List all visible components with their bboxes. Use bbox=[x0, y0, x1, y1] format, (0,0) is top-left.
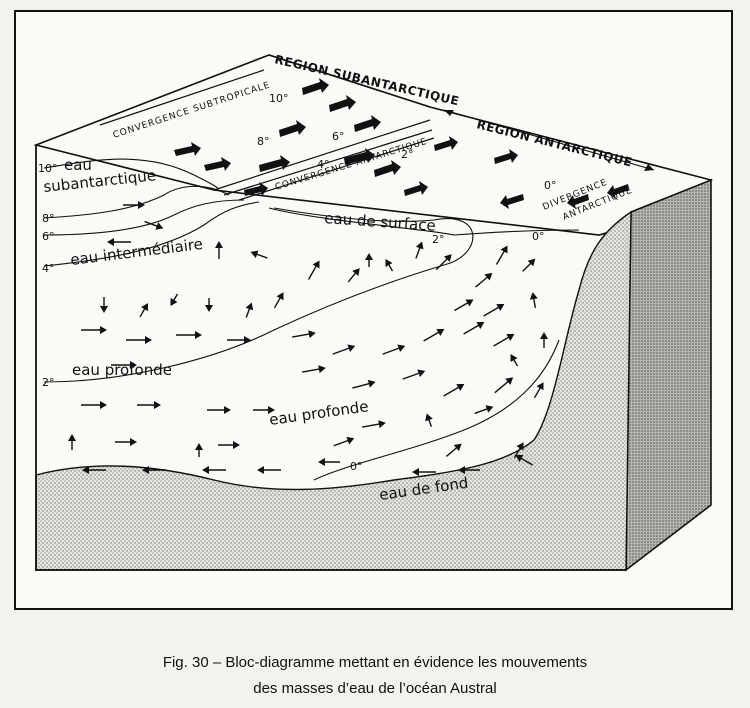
isotherm-0-bottom: 0° bbox=[350, 460, 363, 473]
movement-arrow bbox=[176, 331, 202, 339]
movement-arrow bbox=[195, 443, 203, 457]
movement-arrow bbox=[347, 268, 360, 283]
isotherm-2-top: 2° bbox=[401, 148, 414, 161]
movement-arrow bbox=[443, 384, 465, 397]
isotherm-6-top: 6° bbox=[332, 130, 345, 143]
movement-arrow bbox=[82, 466, 106, 474]
water-movement-arrows bbox=[68, 201, 548, 476]
movement-arrow bbox=[445, 443, 462, 457]
isotherm-8-left: 8° bbox=[42, 212, 55, 225]
isotherm-10-top: 10° bbox=[269, 92, 289, 105]
movement-arrow bbox=[435, 254, 452, 271]
movement-arrow bbox=[170, 293, 179, 307]
movement-arrow bbox=[227, 336, 251, 344]
movement-arrow bbox=[81, 401, 107, 409]
movement-arrow bbox=[202, 466, 226, 474]
movement-arrow bbox=[137, 401, 161, 409]
movement-arrow bbox=[333, 436, 355, 447]
movement-arrow bbox=[415, 241, 424, 259]
movement-arrow bbox=[382, 344, 406, 355]
isotherm-10-left: 10° bbox=[38, 162, 58, 175]
isotherm-2-surface: 2° bbox=[432, 233, 445, 246]
movement-arrow bbox=[454, 299, 474, 312]
subantarctic-water-label-1: eau bbox=[64, 156, 92, 174]
isotherm-4-top: 4° bbox=[317, 158, 330, 171]
movement-arrow bbox=[365, 253, 373, 267]
movement-arrow bbox=[307, 260, 320, 280]
movement-arrow bbox=[68, 434, 76, 450]
movement-arrow bbox=[362, 420, 386, 429]
seafloor-right-face bbox=[625, 178, 712, 572]
figure-caption-line1: Fig. 30 – Bloc-diagramme mettant en évid… bbox=[162, 654, 588, 671]
movement-arrow bbox=[385, 258, 394, 272]
convergence-lines bbox=[99, 54, 435, 201]
movement-arrow bbox=[126, 336, 152, 344]
movement-arrow bbox=[475, 272, 493, 288]
isotherm-8-top: 8° bbox=[257, 135, 270, 148]
movement-arrow bbox=[494, 377, 514, 394]
movement-arrow bbox=[458, 466, 480, 474]
region-arrow bbox=[443, 109, 655, 171]
movement-arrow bbox=[100, 297, 108, 313]
movement-arrow bbox=[533, 382, 544, 399]
isotherm-0-top: 0° bbox=[544, 179, 557, 192]
movement-arrow bbox=[529, 292, 538, 309]
movement-arrow bbox=[273, 292, 284, 309]
movement-arrow bbox=[332, 344, 356, 355]
movement-arrow bbox=[115, 438, 137, 446]
block-diagram: REGION SUBANTARCTIQUE REGION ANTARCTIQUE… bbox=[14, 10, 733, 610]
deep-water-label-1: eau profonde bbox=[72, 361, 172, 379]
movement-arrow bbox=[207, 406, 231, 414]
movement-arrow bbox=[352, 379, 376, 389]
movement-arrow bbox=[513, 442, 524, 459]
movement-arrow bbox=[483, 304, 505, 317]
movement-arrow bbox=[493, 334, 515, 347]
movement-arrow bbox=[522, 258, 536, 272]
movement-arrow bbox=[245, 302, 254, 318]
movement-arrow bbox=[474, 405, 494, 415]
movement-arrow bbox=[412, 468, 436, 476]
movement-arrow bbox=[402, 369, 426, 380]
movement-arrow bbox=[253, 406, 275, 414]
movement-arrow bbox=[123, 201, 145, 209]
isotherm-2-left: 2° bbox=[42, 376, 55, 389]
isotherm-lines bbox=[43, 158, 580, 481]
movement-arrow bbox=[218, 441, 240, 449]
surface-current-arrows bbox=[174, 78, 629, 209]
movement-arrow bbox=[257, 466, 281, 474]
movement-arrow bbox=[142, 466, 166, 474]
movement-arrow bbox=[540, 332, 548, 348]
movement-arrow bbox=[250, 250, 268, 259]
front-face-outline bbox=[35, 145, 626, 571]
isotherm-4-left: 4° bbox=[42, 262, 55, 275]
figure-caption-line2: des masses d’eau de l’océan Austral bbox=[253, 680, 497, 697]
movement-arrow bbox=[215, 241, 223, 259]
movement-arrow bbox=[302, 365, 326, 374]
movement-arrow bbox=[81, 326, 107, 334]
movement-arrow bbox=[510, 353, 519, 367]
movement-arrow bbox=[292, 330, 316, 339]
movement-arrow bbox=[139, 303, 148, 318]
movement-arrow bbox=[515, 455, 534, 466]
movement-arrow bbox=[205, 298, 213, 312]
movement-arrow bbox=[107, 238, 131, 246]
movement-arrow bbox=[495, 245, 508, 265]
movement-arrow bbox=[144, 220, 164, 230]
movement-arrow bbox=[463, 322, 485, 335]
movement-arrow bbox=[318, 458, 340, 466]
movement-arrow bbox=[111, 361, 137, 369]
diagram-frame: REGION SUBANTARCTIQUE REGION ANTARCTIQUE… bbox=[14, 10, 733, 610]
movement-arrow bbox=[423, 329, 445, 342]
isotherm-0-surface: 0° bbox=[532, 230, 545, 243]
isotherm-6-left: 6° bbox=[42, 230, 55, 243]
movement-arrow bbox=[425, 413, 433, 427]
